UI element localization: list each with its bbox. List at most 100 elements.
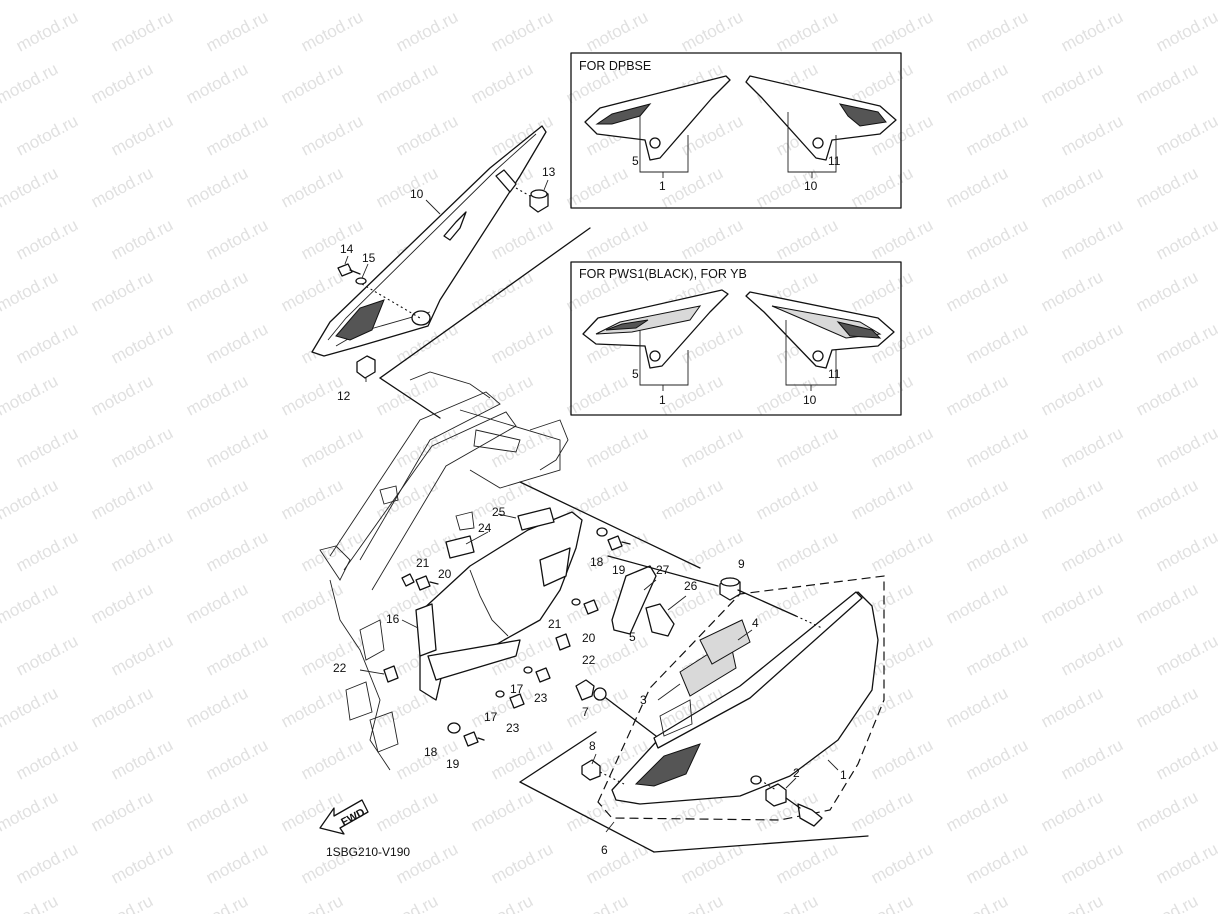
watermark-text: motod.ru — [13, 423, 81, 471]
watermark-text: motod.ru — [678, 527, 746, 575]
watermark-text: motod.ru — [1153, 527, 1218, 575]
watermark-text: motod.ru — [0, 267, 61, 315]
watermark-text: motod.ru — [963, 735, 1031, 783]
callout-17: 17 — [510, 682, 524, 696]
frame-bracket — [473, 429, 521, 453]
left-side-cover-drawing — [311, 125, 547, 357]
watermark-text: motod.ru — [488, 735, 556, 783]
watermark-text: motod.ru — [1058, 319, 1126, 367]
leader-line — [465, 531, 489, 545]
watermark-text: motod.ru — [488, 423, 556, 471]
watermark-text: motod.ru — [373, 787, 441, 835]
callout-label: 5 — [632, 367, 639, 381]
watermark-text: motod.ru — [1153, 7, 1218, 55]
frame-outline — [319, 371, 569, 771]
case-flange-drawing — [427, 639, 521, 681]
watermark-text: motod.ru — [963, 631, 1031, 679]
watermark-text: motod.ru — [278, 475, 346, 523]
watermark-text: motod.ru — [1038, 59, 1106, 107]
graphic-decal-drawing — [595, 103, 652, 125]
frame-rail — [329, 579, 391, 771]
cover-slot-drawing — [443, 211, 467, 241]
callout-6: 6 — [601, 843, 608, 857]
callout-21: 21 — [548, 617, 562, 631]
washer-17-drawing — [495, 690, 505, 698]
callout-9: 9 — [738, 557, 745, 571]
callout-5: 5 — [629, 630, 636, 644]
watermark-text: motod.ru — [868, 215, 936, 263]
watermark-text: motod.ru — [203, 423, 271, 471]
watermark-text: motod.ru — [963, 7, 1031, 55]
watermark-text: motod.ru — [1038, 0, 1106, 4]
watermark-text: motod.ru — [1058, 527, 1126, 575]
callout-22: 22 — [582, 653, 596, 667]
watermark-text: motod.ru — [1133, 59, 1201, 107]
grommet-2-drawing — [765, 783, 787, 807]
frame-rail — [409, 371, 491, 399]
watermark-text: motod.ru — [658, 0, 726, 4]
watermark-text: motod.ru — [203, 839, 271, 887]
part-26-drawing — [645, 603, 675, 637]
callout-19: 19 — [612, 563, 626, 577]
grommet-drawing — [750, 775, 762, 785]
watermark-text: motod.ru — [1038, 683, 1106, 731]
watermark-text: motod.ru — [88, 683, 156, 731]
watermark-text: motod.ru — [563, 163, 631, 211]
leader-line — [827, 759, 839, 771]
watermark-text: motod.ru — [468, 59, 536, 107]
graphic-decal-drawing — [634, 743, 701, 787]
watermark-text: motod.ru — [203, 735, 271, 783]
callout-label: 5 — [632, 154, 639, 168]
watermark-text: motod.ru — [183, 59, 251, 107]
leader-line — [643, 579, 657, 591]
watermark-text: motod.ru — [1058, 839, 1126, 887]
bolt-23-drawing — [535, 667, 551, 683]
callout-16: 16 — [386, 612, 400, 626]
fwd-arrow-icon — [319, 799, 369, 835]
callout-label: 1 — [659, 393, 666, 407]
watermark-text: motod.ru — [88, 267, 156, 315]
graphic-decal-drawing — [836, 321, 882, 339]
watermark-text: motod.ru — [963, 111, 1031, 159]
leader-line — [497, 513, 517, 519]
callout-4: 4 — [752, 616, 759, 630]
leader-line — [591, 753, 597, 765]
watermark-text: motod.ru — [848, 787, 916, 835]
watermark-text: motod.ru — [203, 319, 271, 367]
watermark-text: motod.ru — [0, 59, 61, 107]
watermark-text: motod.ru — [183, 371, 251, 419]
inset-box-pws1-yb: FOR PWS1(BLACK), FOR YB 5 1 11 10 — [570, 261, 902, 416]
callout-label: 10 — [803, 393, 817, 407]
inset-box-frame — [570, 52, 902, 209]
watermark-text: motod.ru — [88, 371, 156, 419]
watermark-text: motod.ru — [183, 0, 251, 4]
inset-box-frame — [570, 261, 902, 416]
graphic-decal-drawing — [605, 319, 649, 331]
part-27-drawing — [611, 565, 657, 635]
callout-label: 11 — [828, 367, 841, 381]
watermark-text: motod.ru — [963, 839, 1031, 887]
watermark-text: motod.ru — [1133, 371, 1201, 419]
callout-20: 20 — [438, 567, 452, 581]
callout-21: 21 — [416, 556, 430, 570]
watermark-text: motod.ru — [183, 891, 251, 914]
watermark-text: motod.ru — [393, 7, 461, 55]
watermark-text: motod.ru — [108, 839, 176, 887]
callout-12: 12 — [337, 389, 351, 403]
watermark-text: motod.ru — [753, 0, 821, 4]
watermark-text: motod.ru — [0, 371, 61, 419]
frame-bracket — [345, 681, 373, 721]
watermark-text: motod.ru — [1133, 475, 1201, 523]
callout-18: 18 — [590, 555, 604, 569]
frame-rail — [329, 391, 501, 561]
watermark-text: motod.ru — [108, 111, 176, 159]
watermark-text: motod.ru — [658, 371, 726, 419]
fwd-label: FWD — [339, 806, 367, 828]
leader-line — [543, 179, 549, 191]
watermark-text: motod.ru — [563, 0, 631, 4]
watermark-text: motod.ru — [583, 7, 651, 55]
watermark-text: motod.ru — [1133, 163, 1201, 211]
decal-4-drawing — [699, 619, 751, 665]
grommet-hole — [649, 350, 661, 362]
